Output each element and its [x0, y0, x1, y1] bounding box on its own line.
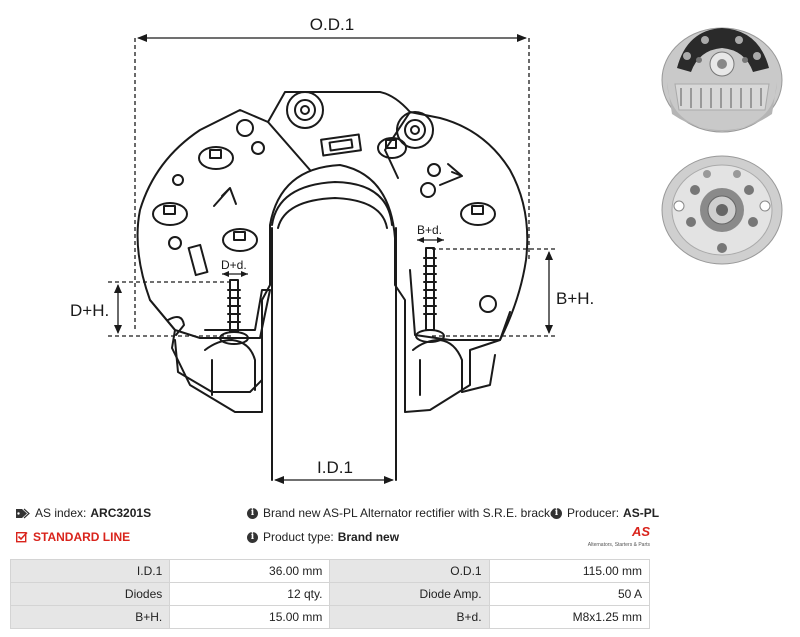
dd-dimension-label: D+d.	[221, 258, 247, 272]
specs-table: I.D.1 36.00 mm O.D.1 115.00 mm Diodes 12…	[9, 559, 651, 629]
center-bore	[271, 181, 393, 226]
product-description: Brand new AS-PL Alternator rectifier wit…	[263, 506, 561, 520]
brand-logo: AS Alternators, Starters & Parts	[586, 524, 650, 550]
spec-value: 115.00 mm	[488, 559, 651, 583]
spec-value: 15.00 mm	[169, 605, 331, 629]
rectifier-outline	[136, 91, 529, 413]
description-row: i Brand new AS-PL Alternator rectifier w…	[247, 506, 560, 520]
standard-line-row: STANDARD LINE	[16, 530, 130, 544]
as-index-value: ARC3201S	[90, 506, 152, 520]
right-bolt	[415, 247, 445, 343]
producer-label: Producer:	[567, 506, 620, 520]
product-type-value: Brand new	[337, 530, 400, 544]
left-bracket	[149, 289, 271, 339]
right-bracket	[409, 269, 511, 341]
tag-icon	[16, 508, 30, 519]
checkbox-icon	[16, 531, 28, 543]
dh-dimension-label: D+H.	[70, 301, 109, 320]
producer-value: AS-PL	[623, 506, 660, 520]
producer-row: i Producer: AS-PL	[551, 506, 659, 520]
bh-dimension-label: B+H.	[556, 289, 594, 308]
spec-value: 50 A	[488, 582, 651, 606]
spec-label: B+H.	[9, 605, 171, 629]
technical-drawing: O.D.1 I.D.1 D+H. B+H. D+d. B+d.	[70, 15, 594, 484]
rectifier-front-photo	[657, 18, 787, 136]
raised-block	[267, 121, 311, 171]
table-row: I.D.1 36.00 mm O.D.1 115.00 mm	[9, 559, 651, 583]
spec-value: 36.00 mm	[169, 559, 331, 583]
spec-value: 12 qty.	[169, 582, 331, 606]
brand-logo-tagline: Alternators, Starters & Parts	[587, 542, 650, 548]
standard-line-label: STANDARD LINE	[33, 530, 131, 544]
left-bolt	[219, 279, 249, 345]
spec-label: Diode Amp.	[329, 582, 490, 606]
spec-label: I.D.1	[9, 559, 171, 583]
spec-label: Diodes	[9, 582, 171, 606]
table-row: Diodes 12 qty. Diode Amp. 50 A	[9, 582, 651, 606]
spec-value: M8x1.25 mm	[488, 605, 651, 629]
product-type-label: Product type:	[263, 530, 334, 544]
table-row: B+H. 15.00 mm B+d. M8x1.25 mm	[9, 605, 651, 629]
as-index-label: AS index:	[35, 506, 87, 520]
as-index-row: AS index: ARC3201S	[16, 506, 151, 520]
info-icon: i	[247, 507, 258, 519]
brand-logo-text: AS	[631, 524, 650, 539]
bd-dimension-label: B+d.	[417, 223, 442, 237]
product-type-row: i Product type: Brand new	[247, 530, 399, 544]
id-dimension-label: I.D.1	[317, 458, 353, 477]
spec-label: O.D.1	[329, 559, 490, 583]
spec-label: B+d.	[329, 605, 490, 629]
od-dimension-label: O.D.1	[310, 15, 354, 34]
info-icon: i	[551, 507, 562, 519]
info-icon: i	[247, 531, 258, 543]
rectifier-back-photo	[657, 150, 787, 268]
